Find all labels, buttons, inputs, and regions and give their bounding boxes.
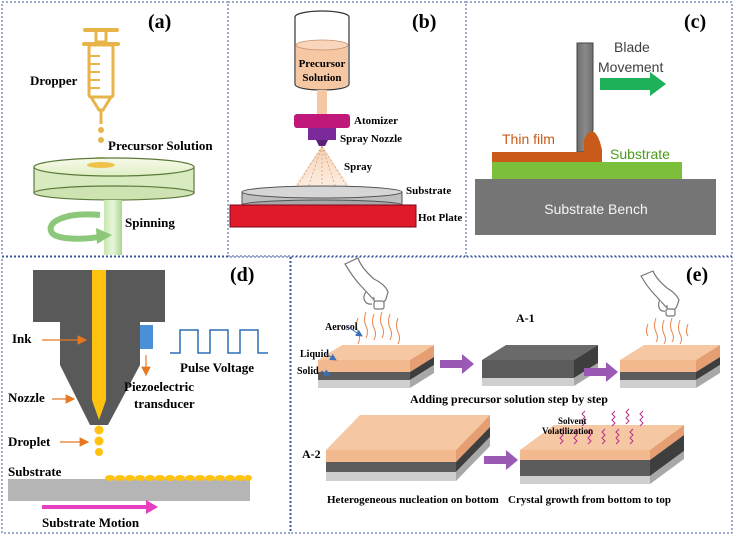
- block-a1-2: [482, 345, 598, 386]
- droplet: [95, 448, 103, 456]
- ink-label: Ink: [12, 331, 32, 346]
- atomizer-label: Atomizer: [354, 115, 398, 127]
- precursor-solution-label: Precursor Solution: [108, 138, 213, 153]
- blade-label-line2: Movement: [598, 59, 663, 75]
- substrate-bench-label: Substrate Bench: [544, 201, 648, 217]
- droplet-label: Droplet: [8, 434, 51, 449]
- precursor-line2: Solution: [302, 72, 341, 84]
- spinning-label: Spinning: [125, 215, 175, 230]
- dropper-label: Dropper: [30, 73, 78, 88]
- aerosol-lines: [646, 317, 689, 345]
- nozzle-label: Nozzle: [8, 390, 45, 405]
- hetero-caption: Heterogeneous nucleation on bottom: [327, 494, 499, 506]
- piezo-label-line1: Piezoelectric: [124, 379, 194, 394]
- substrate-c: [492, 162, 682, 179]
- panel-c-label: (c): [684, 11, 706, 33]
- block-a2-1: [326, 415, 490, 481]
- substrate-label-d: Substrate: [8, 464, 62, 479]
- process-arrow-icon: [440, 354, 474, 374]
- hot-plate-label: Hot Plate: [418, 212, 462, 224]
- substrate-motion-label: Substrate Motion: [42, 515, 140, 530]
- solvent-label-line2: Volatilization: [542, 426, 593, 436]
- block-a1-3: [620, 345, 720, 388]
- substrate-label-c: Substrate: [610, 146, 670, 162]
- precursor-container: [294, 10, 350, 114]
- substrate-label-b: Substrate: [406, 185, 451, 197]
- panel-a: (a) Dropper Precursor Solution: [30, 11, 213, 255]
- thin-film-label: Thin film: [502, 131, 555, 147]
- panel-d-label: (d): [230, 264, 254, 286]
- spinning-arrow-icon: [47, 211, 112, 244]
- a1-label: A-1: [516, 311, 535, 325]
- panel-e: (e) Aerosol Liquid Solid: [297, 257, 720, 506]
- spray-label: Spray: [344, 161, 373, 173]
- movement-arrow-icon: [600, 72, 666, 96]
- panel-d: (d) Pulse Voltage Piezoelectric transduc…: [8, 264, 268, 530]
- printed-droplets: [105, 475, 252, 481]
- volatilization-squiggles: [559, 408, 644, 445]
- block-a1-1: [318, 345, 434, 388]
- panel-e-label: (e): [686, 264, 708, 286]
- substrate-d: [8, 479, 250, 501]
- ink-channel: [92, 270, 106, 420]
- spin-disc: [33, 157, 195, 255]
- panel-d-frame: [1, 256, 291, 534]
- precursor-line1: Precursor: [299, 58, 346, 70]
- aerosol-label: Aerosol: [325, 322, 358, 333]
- atomizer-icon: [294, 114, 350, 146]
- droplet: [94, 425, 104, 435]
- aerosol-lines: [356, 311, 400, 345]
- spray-hand-icon: [344, 257, 389, 310]
- process-arrow-icon: [584, 362, 618, 382]
- panel-a-label: (a): [148, 11, 171, 33]
- panel-b-label: (b): [412, 11, 436, 33]
- piezo-label-line2: transducer: [134, 396, 195, 411]
- step-caption: Adding precursor solution step by step: [410, 392, 608, 406]
- droplet: [94, 436, 104, 446]
- spray-hand-icon: [640, 270, 680, 317]
- piezo-transducer-icon: [140, 325, 153, 349]
- panel-c-frame: [465, 1, 733, 257]
- hot-plate: [229, 204, 417, 228]
- blade-label-line1: Blade: [614, 39, 650, 55]
- a2-label: A-2: [302, 447, 321, 461]
- liquid-label: Liquid: [300, 349, 329, 360]
- motion-arrow-icon: [146, 500, 158, 514]
- pulse-wave-icon: [170, 329, 268, 354]
- thin-film: [492, 131, 602, 162]
- pulse-voltage-label: Pulse Voltage: [180, 360, 254, 375]
- process-arrow-icon: [484, 450, 518, 470]
- substrate-bench: [475, 179, 716, 235]
- panel-e-frame: [290, 256, 733, 534]
- solvent-label-line1: Solvent: [558, 416, 587, 426]
- spray-cone: [292, 145, 352, 190]
- panel-b: (b) Precursor Solution Atomizer Spray No…: [229, 10, 462, 228]
- panel-c: (c) Blade Movement Thin film Substrate S…: [475, 11, 716, 235]
- spray-nozzle-label: Spray Nozzle: [340, 133, 402, 145]
- crystal-caption: Crystal growth from bottom to top: [508, 494, 671, 506]
- solid-label: Solid: [297, 366, 319, 377]
